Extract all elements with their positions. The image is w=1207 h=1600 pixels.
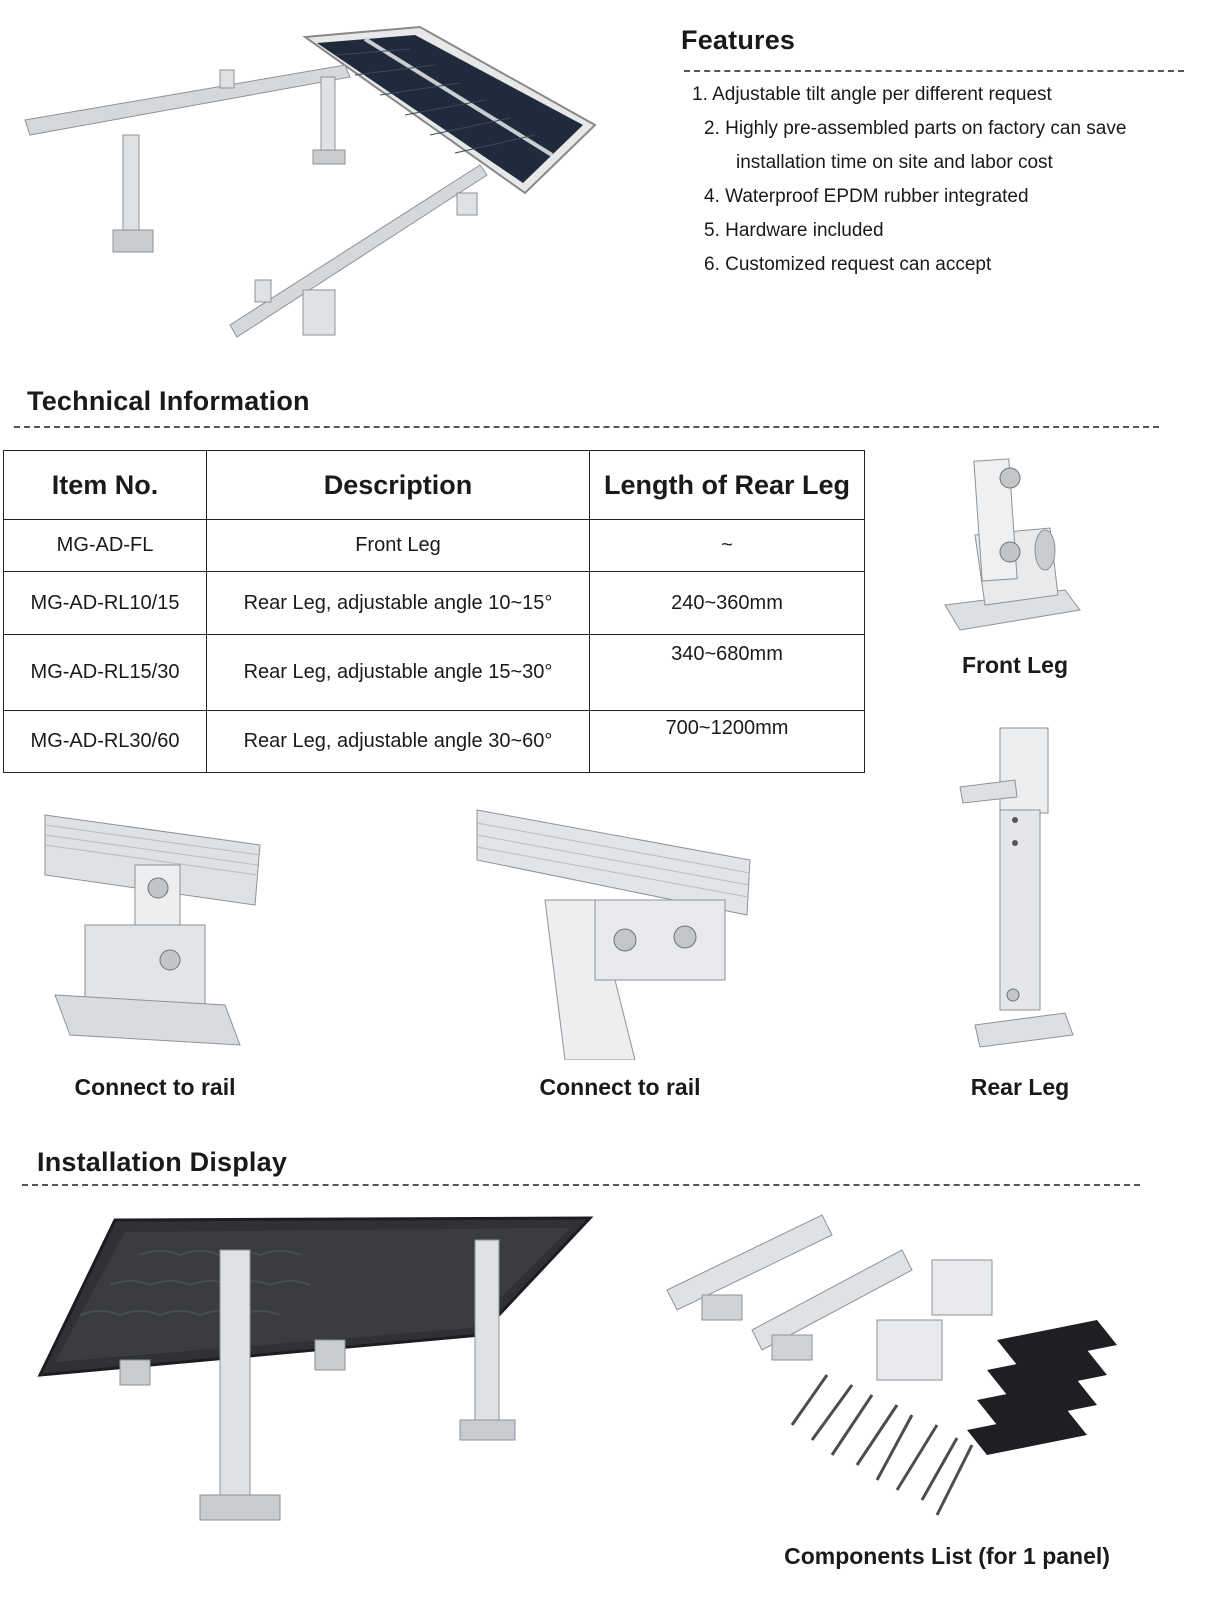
components-list-image xyxy=(666,1214,1117,1516)
table-row: MG-AD-FL Front Leg ~ xyxy=(3,519,865,572)
table-cell: MG-AD-RL30/60 xyxy=(3,710,207,773)
connect-rail-image-2 xyxy=(476,809,751,1060)
table-cell: 340~680mm xyxy=(589,634,865,711)
product-image-mounting-system xyxy=(24,25,597,338)
table-cell: 700~1200mm xyxy=(589,710,865,773)
caption-connect-rail-2: Connect to rail xyxy=(539,1074,701,1100)
features-heading: Features xyxy=(681,25,796,55)
table-cell: Rear Leg, adjustable angle 10~15° xyxy=(206,571,590,635)
connect-rail-image-1 xyxy=(44,814,261,1046)
features-list: 1. Adjustable tilt angle per different r… xyxy=(692,78,1164,282)
table-cell: Front Leg xyxy=(206,519,590,572)
feature-item: 6. Customized request can accept xyxy=(704,254,992,275)
table-cell: Rear Leg, adjustable angle 15~30° xyxy=(206,634,590,711)
installation-heading: Installation Display xyxy=(37,1147,288,1177)
table-cell: MG-AD-FL xyxy=(3,519,207,572)
table-row: MG-AD-RL10/15 Rear Leg, adjustable angle… xyxy=(3,571,865,635)
feature-item: 1. Adjustable tilt angle per different r… xyxy=(692,84,1052,105)
installation-display-image xyxy=(37,1216,594,1521)
column-header: Description xyxy=(206,450,590,520)
caption-connect-rail-1: Connect to rail xyxy=(74,1074,236,1100)
table-header-row: Item No. Description Length of Rear Leg xyxy=(3,450,865,520)
column-header: Item No. xyxy=(3,450,207,520)
caption-front-leg: Front Leg xyxy=(961,652,1069,678)
front-leg-image xyxy=(944,458,1081,631)
installation-divider xyxy=(22,1184,1140,1186)
features-divider xyxy=(684,70,1184,72)
feature-item: 4. Waterproof EPDM rubber integrated xyxy=(704,186,1029,207)
technical-heading: Technical Information xyxy=(27,386,310,416)
table-row: MG-AD-RL15/30 Rear Leg, adjustable angle… xyxy=(3,634,865,711)
table-cell: 240~360mm xyxy=(589,571,865,635)
technical-divider xyxy=(14,426,1159,428)
feature-item: installation time on site and labor cost xyxy=(736,152,1053,173)
table-cell: MG-AD-RL15/30 xyxy=(3,634,207,711)
rear-leg-image xyxy=(959,727,1074,1048)
feature-item: 5. Hardware included xyxy=(704,220,884,241)
feature-item: 2. Highly pre-assembled parts on factory… xyxy=(704,118,1127,139)
table-cell: Rear Leg, adjustable angle 30~60° xyxy=(206,710,590,773)
caption-components-list: Components List (for 1 panel) xyxy=(784,1543,1110,1569)
table-row: MG-AD-RL30/60 Rear Leg, adjustable angle… xyxy=(3,710,865,773)
technical-table: Item No. Description Length of Rear Leg … xyxy=(3,450,865,773)
table-cell: ~ xyxy=(589,519,865,572)
caption-rear-leg: Rear Leg xyxy=(970,1074,1070,1100)
table-cell: MG-AD-RL10/15 xyxy=(3,571,207,635)
column-header: Length of Rear Leg xyxy=(589,450,865,520)
